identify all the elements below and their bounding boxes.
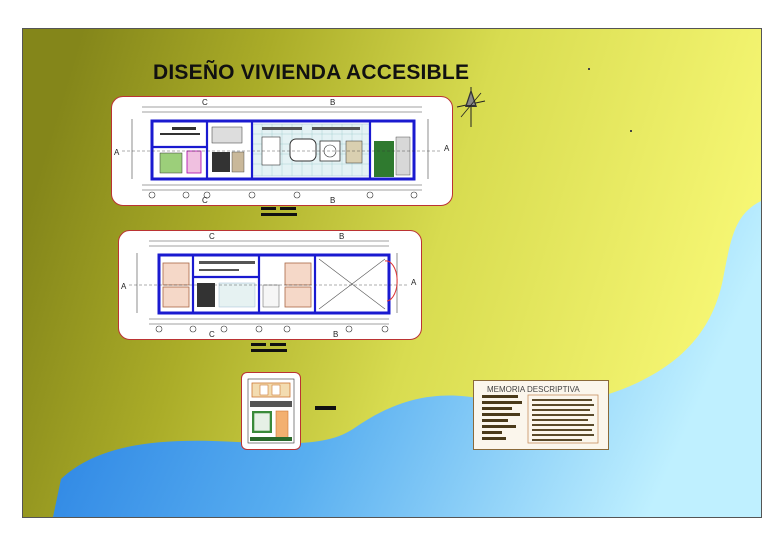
- section-mark: C: [209, 330, 215, 339]
- first-floor-plan-drawing: C B A A C B: [114, 98, 450, 205]
- section-mark: B: [339, 232, 344, 241]
- section-mark: B: [330, 98, 335, 107]
- front-elevation-drawing: [247, 378, 295, 444]
- section-mark: B: [333, 330, 338, 339]
- section-mark: C: [209, 232, 215, 241]
- front-elevation-label: [315, 406, 336, 410]
- north-arrow-icon: [456, 87, 486, 127]
- drawing-sheet: DISEÑO VIVIENDA ACCESIBLE: [22, 28, 762, 518]
- section-mark: A: [121, 282, 127, 291]
- memoria-descriptiva-card: MEMORIA DESCRIPTIVA: [473, 380, 609, 450]
- section-mark: A: [411, 278, 417, 287]
- second-floor-plan-drawing: C B A A C B: [121, 232, 417, 339]
- section-mark: C: [202, 98, 208, 107]
- second-floor-plan: C B A A C B: [118, 230, 422, 340]
- section-mark: B: [330, 196, 335, 205]
- front-elevation: [241, 372, 301, 450]
- section-mark: A: [444, 144, 450, 153]
- memoria-text-block: [482, 394, 599, 444]
- memoria-title: MEMORIA DESCRIPTIVA: [487, 385, 580, 394]
- sheet-title: DISEÑO VIVIENDA ACCESIBLE: [153, 61, 470, 84]
- first-floor-plan-label: [261, 207, 297, 216]
- section-mark: A: [114, 148, 120, 157]
- section-mark: C: [202, 196, 208, 205]
- first-floor-plan: C B A A C B: [111, 96, 453, 206]
- speck: [630, 130, 632, 132]
- second-floor-plan-label: [251, 343, 287, 352]
- speck: [588, 68, 590, 70]
